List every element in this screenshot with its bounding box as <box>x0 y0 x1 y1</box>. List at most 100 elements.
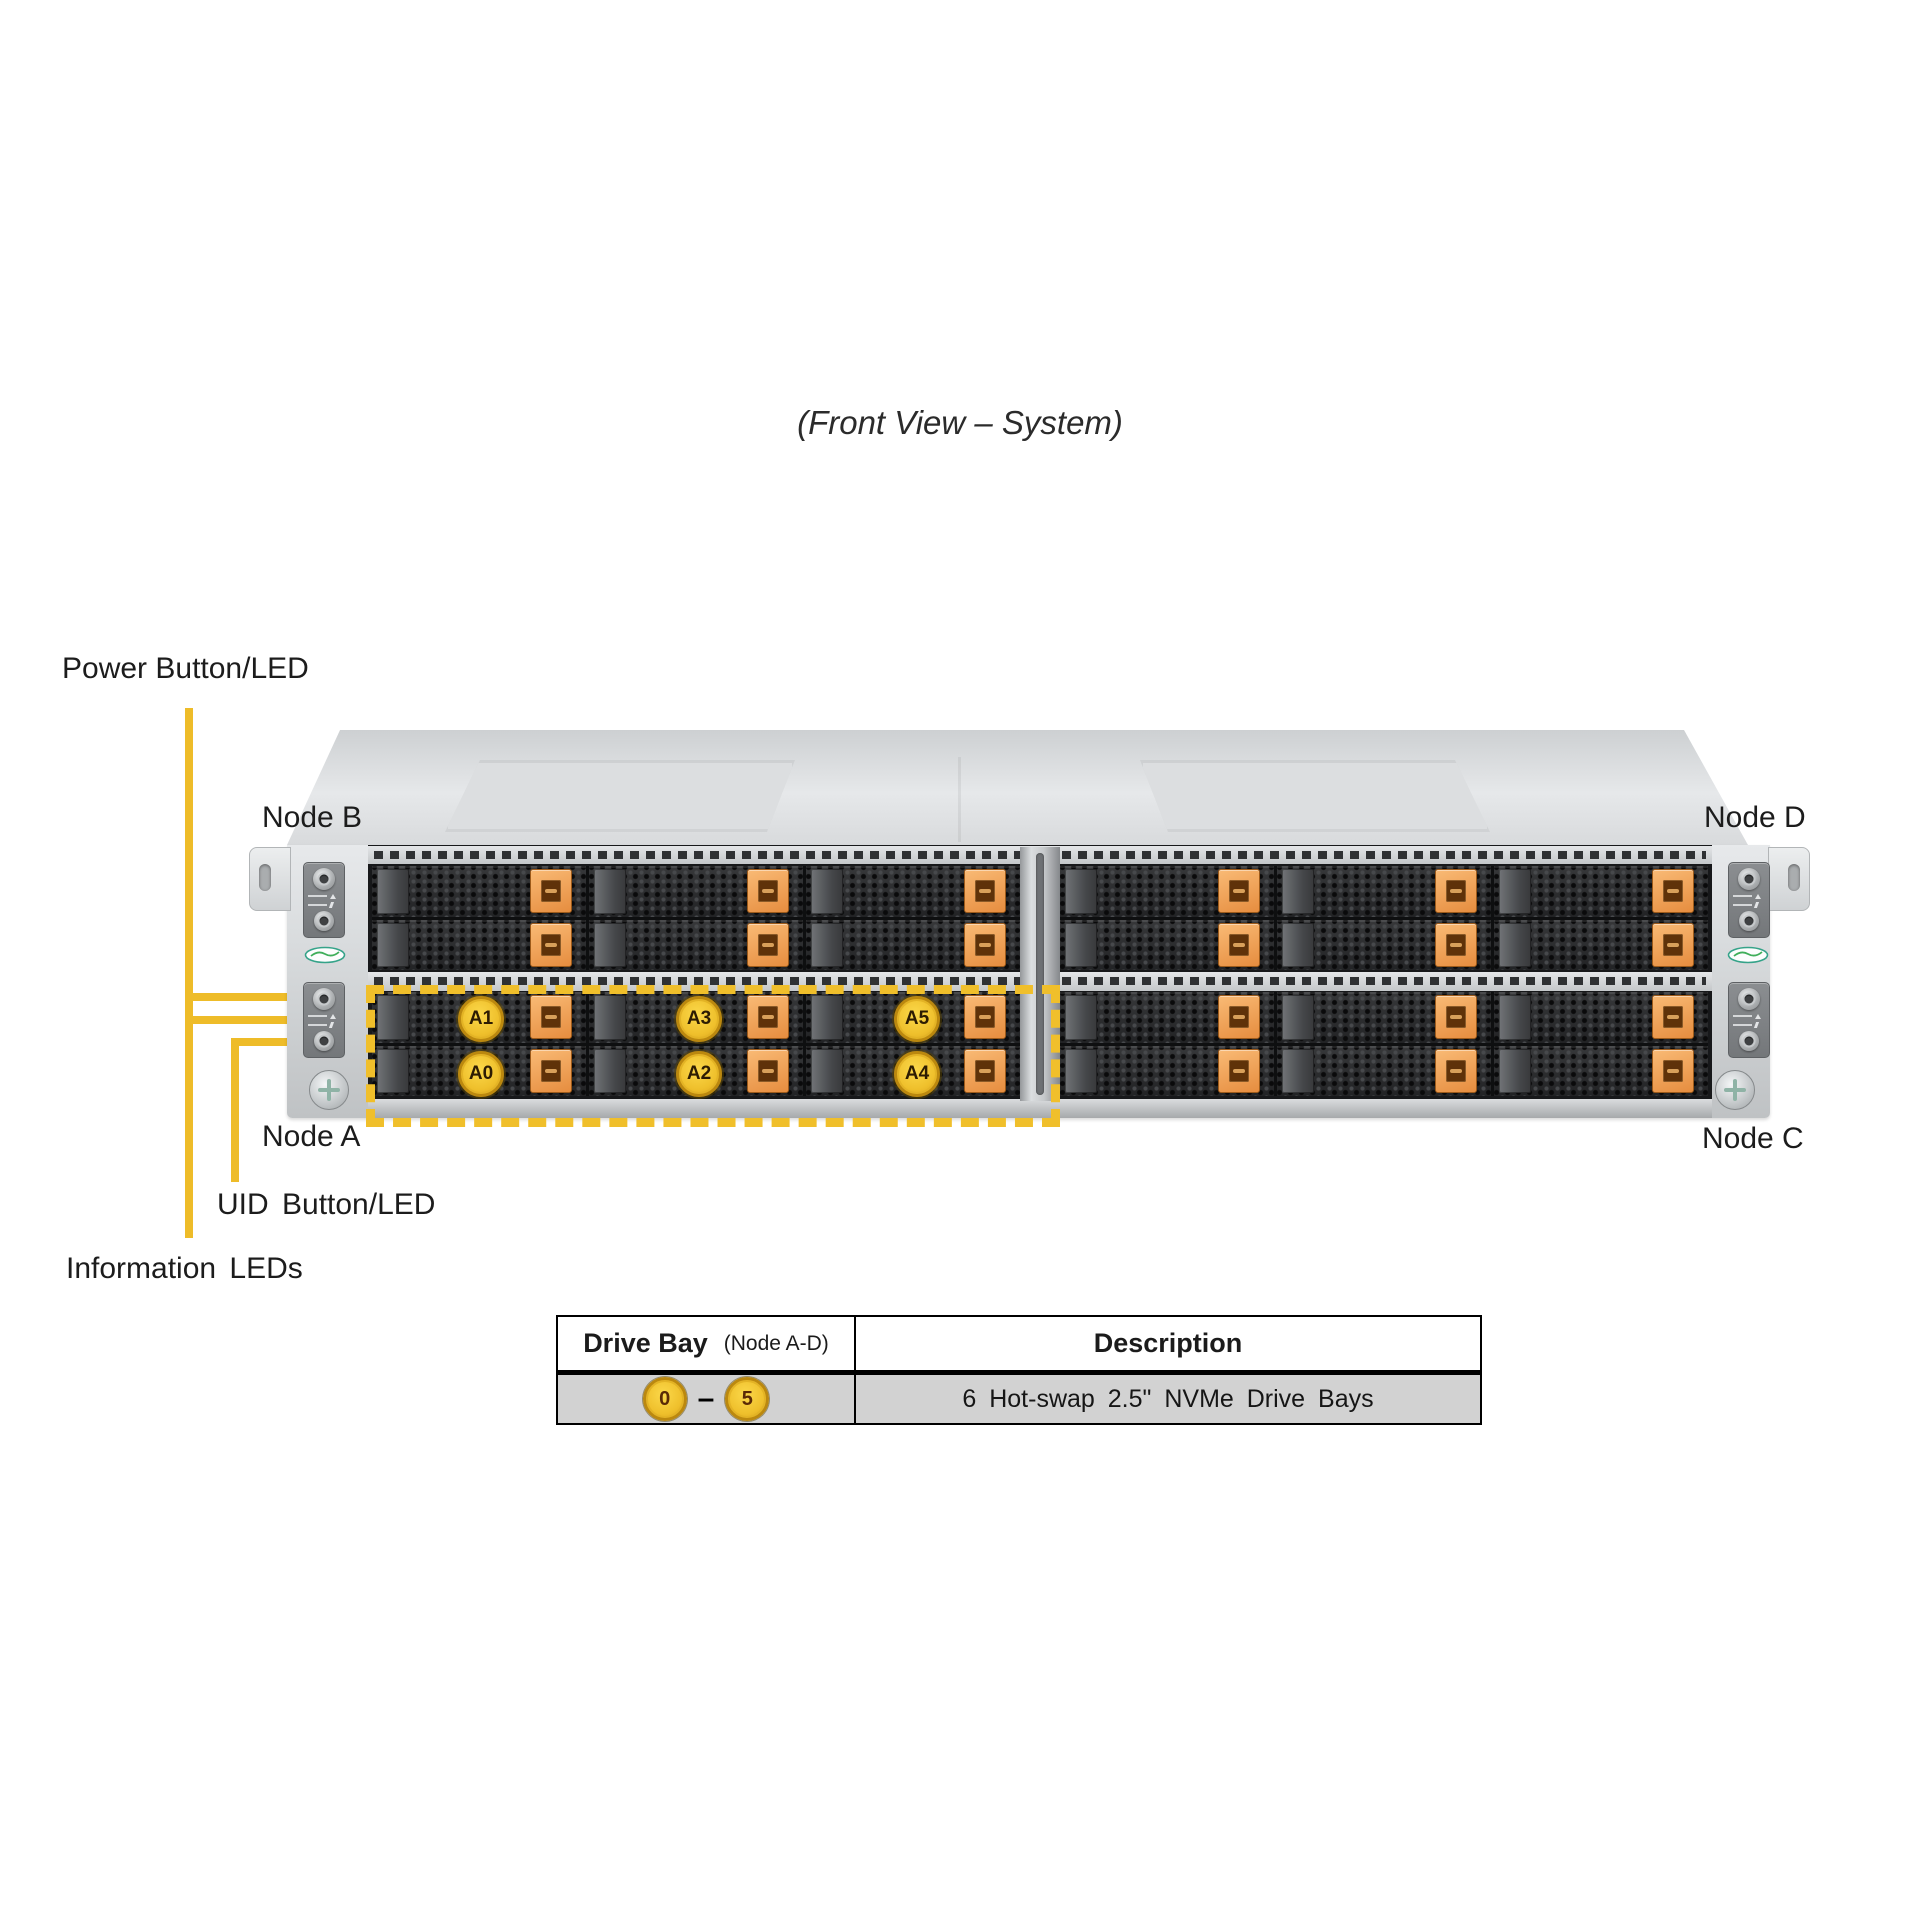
drive-latch-button <box>747 869 789 914</box>
drive-tray-handle <box>811 1048 843 1093</box>
drive-bay-label-a1: A1 <box>458 996 504 1042</box>
drive-tray-handle <box>811 922 843 967</box>
drive-latch-button <box>1652 1048 1694 1093</box>
uid-button-icon <box>1739 1031 1759 1051</box>
drive-latch-button <box>747 1048 789 1093</box>
drive-latch-button <box>1435 869 1477 914</box>
drive-latch-button <box>530 869 572 914</box>
latch-core-icon <box>975 1006 995 1029</box>
drive-bay-label-a5: A5 <box>894 996 940 1042</box>
latch-core-icon <box>1446 1006 1466 1029</box>
latch-core-icon <box>758 933 778 956</box>
uid-button-icon <box>1739 911 1759 931</box>
drive-tray <box>1277 992 1491 1043</box>
latch-core-icon <box>975 933 995 956</box>
power-button-icon <box>313 868 335 890</box>
drive-tray <box>589 866 803 917</box>
drive-tray-handle <box>1065 869 1097 914</box>
drive-tray-handle <box>1499 1048 1531 1093</box>
callout-line-power-info <box>185 708 193 1238</box>
node-a-label: Node A <box>262 1120 361 1153</box>
latch-core-icon <box>1229 1006 1249 1029</box>
drive-latch-button <box>747 995 789 1040</box>
latch-core-icon <box>1446 1059 1466 1082</box>
drive-bay-header-subtext: (Node A-D) <box>723 1331 829 1355</box>
lid-vent-left <box>445 760 795 832</box>
drive-latch-button <box>530 922 572 967</box>
drive-latch-button <box>1435 922 1477 967</box>
power-led-icon <box>1753 1022 1760 1028</box>
latch-core-icon <box>1663 933 1683 956</box>
drive-latch-button <box>530 995 572 1040</box>
drive-latch-button <box>964 1048 1006 1093</box>
drive-tray-handle <box>377 1048 409 1093</box>
drive-tray-handle <box>1065 995 1097 1040</box>
table-header-row: Drive Bay(Node A-D) Description <box>558 1317 1480 1375</box>
power-button-icon <box>1738 868 1760 890</box>
drive-latch-button <box>1218 922 1260 967</box>
latch-core-icon <box>541 1059 561 1082</box>
lid-vent-right <box>1140 760 1490 832</box>
node-c-label: Node C <box>1702 1122 1804 1155</box>
status-led-icon <box>1755 1013 1761 1019</box>
drive-latch-button <box>1218 995 1260 1040</box>
drive-bay-label-a3: A3 <box>676 996 722 1042</box>
lid-seam <box>958 757 961 842</box>
drive-tray <box>1494 992 1708 1043</box>
latch-core-icon <box>758 880 778 903</box>
control-panel-node-d <box>1728 862 1770 938</box>
drive-tray <box>1494 866 1708 917</box>
figure-caption: (Front View – System) <box>797 404 1123 441</box>
callout-line-info-branch <box>185 1016 315 1024</box>
drive-latch-button <box>964 995 1006 1040</box>
drive-tray <box>372 919 586 970</box>
table-header-drive-bay: Drive Bay(Node A-D) <box>558 1317 856 1370</box>
green-eco-logo <box>304 946 346 964</box>
latch-core-icon <box>758 1059 778 1082</box>
thumbscrew-icon <box>1715 1070 1755 1110</box>
callout-label-power: Power Button/LED <box>62 652 309 685</box>
latch-core-icon <box>541 1006 561 1029</box>
drive-tray-handle <box>1499 869 1531 914</box>
drive-tray-handle <box>1499 995 1531 1040</box>
range-dash: – <box>697 1382 715 1415</box>
rack-flange-left <box>249 847 291 911</box>
node-d-drive-bays <box>1060 866 1708 970</box>
drive-latch-button <box>1652 869 1694 914</box>
node-b-label: Node B <box>262 801 363 834</box>
bay-description-cell: 6 Hot-swap 2.5" NVMe Drive Bays <box>962 1384 1374 1413</box>
node-d-label: Node D <box>1704 801 1806 834</box>
drive-tray <box>806 866 1020 917</box>
drive-tray <box>1060 992 1274 1043</box>
callout-label-info: Information LEDs <box>66 1252 303 1285</box>
drive-latch-button <box>964 922 1006 967</box>
power-led-icon <box>1753 902 1760 908</box>
node-a-highlight-box <box>366 985 1060 1127</box>
status-led-icon <box>330 1013 336 1019</box>
latch-core-icon <box>975 880 995 903</box>
power-button-icon <box>1738 988 1760 1010</box>
latch-core-icon <box>1663 880 1683 903</box>
drive-tray-handle <box>1065 1048 1097 1093</box>
latch-core-icon <box>541 933 561 956</box>
callout-label-uid: UID Button/LED <box>217 1188 436 1221</box>
latch-core-icon <box>1663 1006 1683 1029</box>
node-c-drive-bays <box>1060 992 1708 1096</box>
bay-range-cell: 0 – 5 <box>558 1375 856 1423</box>
drive-latch-button <box>530 1048 572 1093</box>
drive-latch-button <box>1218 1048 1260 1093</box>
bay-number-badge-start: 0 <box>642 1377 687 1421</box>
drive-tray-handle <box>594 1048 626 1093</box>
drive-tray-handle <box>1499 922 1531 967</box>
rack-flange-right <box>1768 847 1810 911</box>
drive-tray <box>1277 866 1491 917</box>
node-b-drive-bays <box>372 866 1020 970</box>
callout-line-uid-branch <box>231 1038 324 1046</box>
drive-tray <box>1060 1045 1274 1096</box>
drive-latch-button <box>1435 995 1477 1040</box>
drive-bay-label-a4: A4 <box>894 1051 940 1097</box>
drive-latch-button <box>1652 922 1694 967</box>
power-led-icon <box>328 902 335 908</box>
drive-latch-button <box>747 922 789 967</box>
